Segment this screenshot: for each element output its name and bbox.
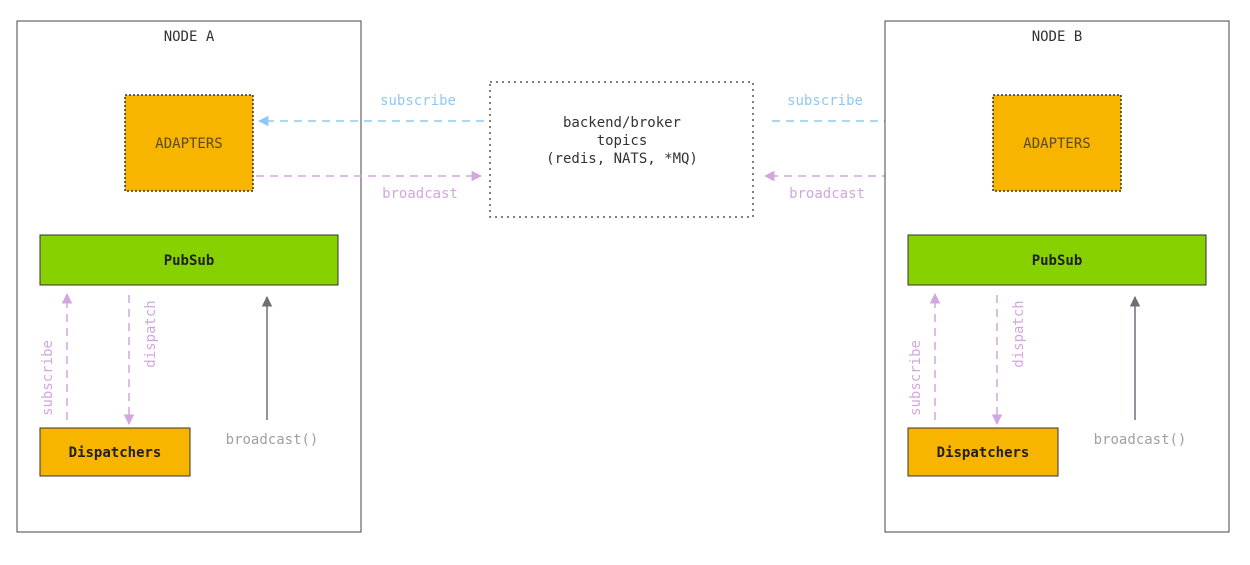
node-a-pubsub-box — [39, 234, 339, 286]
broker-box — [489, 81, 754, 218]
node-a-pubsub-label: PubSub — [164, 253, 215, 269]
node-b-pubsub-box — [907, 234, 1207, 286]
node-a-subscribe-label: subscribe — [40, 340, 56, 416]
node-a-dispatchers-box — [39, 427, 191, 477]
node-b-broadcast-call-label: broadcast() — [1094, 432, 1187, 448]
right-broadcast-label: broadcast — [789, 186, 865, 202]
broker-line-1: backend/broker — [563, 115, 681, 131]
node-b-subscribe-label: subscribe — [908, 340, 924, 416]
node-b-dispatch-label: dispatch — [1011, 300, 1027, 367]
broker: backend/broker topics (redis, NATS, *MQ) — [489, 81, 754, 218]
node-a-dispatch-label: dispatch — [143, 300, 159, 367]
node-a-dispatchers-label: Dispatchers — [69, 445, 162, 461]
node-a: NODE A ADAPTERS PubSub Dispatchers subsc… — [16, 20, 362, 533]
left-broadcast-label: broadcast — [382, 186, 458, 202]
node-a-adapters-box — [124, 94, 254, 192]
node-b-pubsub-label: PubSub — [1032, 253, 1083, 269]
node-b: NODE B ADAPTERS PubSub Dispatchers subsc… — [884, 20, 1230, 533]
right-subscribe-label: subscribe — [787, 93, 863, 109]
node-b-dispatchers-label: Dispatchers — [937, 445, 1030, 461]
node-b-adapters-label: ADAPTERS — [1023, 136, 1090, 152]
left-subscribe-label: subscribe — [380, 93, 456, 109]
node-a-adapters-label: ADAPTERS — [155, 136, 222, 152]
node-b-dispatchers-box — [907, 427, 1059, 477]
node-a-title: NODE A — [164, 29, 215, 45]
broker-line-3: (redis, NATS, *MQ) — [546, 151, 698, 167]
node-a-broadcast-call-label: broadcast() — [226, 432, 319, 448]
broker-line-2: topics — [597, 133, 648, 149]
node-b-adapters-box — [992, 94, 1122, 192]
node-b-title: NODE B — [1032, 29, 1083, 45]
